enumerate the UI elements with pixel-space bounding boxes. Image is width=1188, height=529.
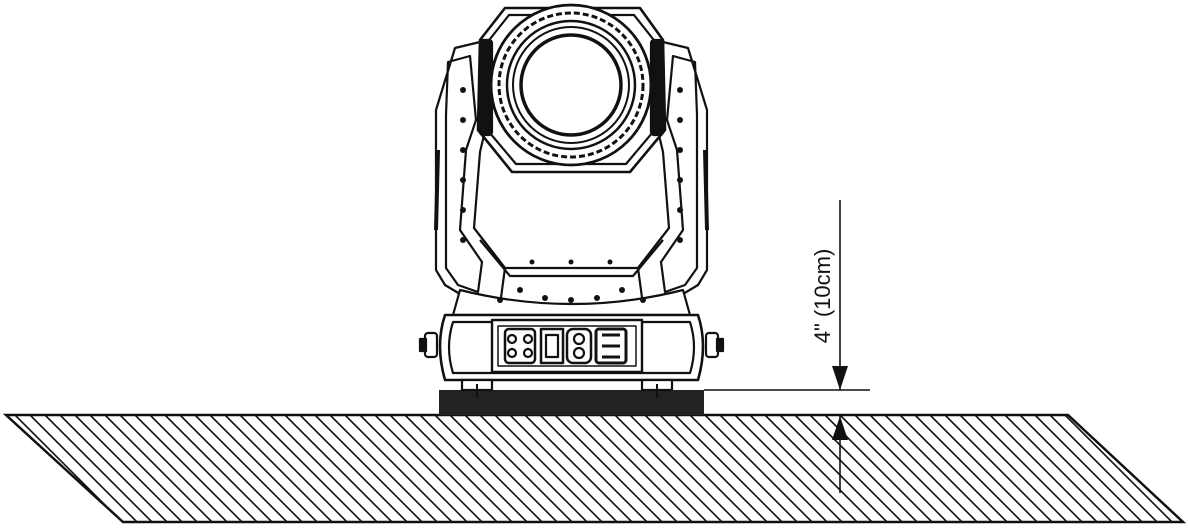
- floor-hatch-line: [434, 415, 543, 522]
- floor-hatch-line: [1034, 415, 1143, 522]
- floor-hatch-line: [539, 415, 648, 522]
- floor-hatch-line: [764, 415, 873, 522]
- floor-hatch-line: [749, 415, 858, 522]
- floor-hatch-line: [1004, 415, 1113, 522]
- floor-hatch-line: [629, 415, 738, 522]
- floor-hatch-line: [884, 415, 993, 522]
- floor-hatch-line: [914, 415, 1023, 522]
- floor-hatch-line: [314, 415, 423, 522]
- floor-hatch-line: [59, 415, 168, 522]
- floor-hatch-line: [644, 415, 753, 522]
- floor-hatch-line: [269, 415, 378, 522]
- front-lens: [519, 33, 623, 137]
- floor-hatch-line: [959, 415, 1068, 522]
- floor-hatch-line: [389, 415, 498, 522]
- floor-hatch-line: [794, 415, 903, 522]
- floor-hatch-line: [734, 415, 843, 522]
- floor-hatch-line: [179, 415, 288, 522]
- floor-hatch-line: [569, 415, 678, 522]
- floor-hatch-line: [284, 415, 393, 522]
- yoke-rivets: [460, 87, 683, 303]
- floor-hatch-line: [1064, 415, 1173, 522]
- floor-hatch-line: [224, 415, 333, 522]
- floor-hatch-line: [6, 415, 18, 522]
- floor-hatch-line: [74, 415, 183, 522]
- floor-hatch-line: [419, 415, 528, 522]
- floor-hatch-line: [1019, 415, 1128, 522]
- floor-hatch-line: [524, 415, 633, 522]
- spacer-block: [439, 390, 704, 415]
- floor-hatch-line: [0, 415, 2, 522]
- floor-hatch-line: [44, 415, 153, 522]
- floor-hatch-line: [839, 415, 948, 522]
- floor-hatch-line: [554, 415, 663, 522]
- floor-hatch-line: [329, 415, 438, 522]
- floor-hatch-line: [719, 415, 828, 522]
- floor-hatch-line: [584, 415, 693, 522]
- floor-hatch-line: [599, 415, 708, 522]
- floor-hatch-icon: [0, 413, 1187, 524]
- clearance-dimension: 4" (10cm): [704, 200, 870, 493]
- floor-hatch-line: [854, 415, 963, 522]
- floor-hatch-line: [89, 415, 198, 522]
- floor-hatch-line: [1154, 415, 1183, 522]
- floor-hatch-line: [989, 415, 1098, 522]
- floor-hatch-line: [209, 415, 318, 522]
- dimension-arrow-up-icon: [832, 416, 848, 440]
- floor-hatch-line: [254, 415, 363, 522]
- floor-hatch-line: [974, 415, 1083, 522]
- floor-hatch-line: [929, 415, 1038, 522]
- floor-hatch-line: [509, 415, 618, 522]
- floor-hatch-line: [164, 415, 273, 522]
- floor-hatch-line: [614, 415, 723, 522]
- floor-hatch-line: [494, 415, 603, 522]
- lens-assembly: [489, 3, 653, 167]
- fixture-base: [418, 313, 725, 398]
- dimension-arrow-down-icon: [832, 366, 848, 390]
- floor-hatch-line: [449, 415, 558, 522]
- floor-hatch-line: [809, 415, 918, 522]
- floor-hatch-line: [344, 415, 453, 522]
- floor-hatch-line: [1109, 415, 1183, 522]
- floor-hatch-line: [239, 415, 348, 522]
- floor-hatch-line: [104, 415, 213, 522]
- moving-head-fixture-icon: [418, 3, 725, 398]
- floor-hatch-line: [119, 415, 228, 522]
- floor-hatch-line: [134, 415, 243, 522]
- floor-hatch-line: [359, 415, 468, 522]
- floor-hatch-line: [374, 415, 483, 522]
- floor-hatch-line: [899, 415, 1008, 522]
- floor-hatch-line: [1169, 415, 1183, 522]
- floor-hatch-line: [299, 415, 408, 522]
- dimension-label: 4" (10cm): [810, 249, 835, 344]
- floor-hatch-line: [29, 415, 138, 522]
- floor-hatch-line: [479, 415, 588, 522]
- yoke-bridge: [451, 227, 692, 317]
- floor-hatch-line: [779, 415, 888, 522]
- floor-hatch-line: [689, 415, 798, 522]
- floor-hatch-line: [1049, 415, 1158, 522]
- floor-hatch-line: [704, 415, 813, 522]
- floor-hatch-line: [194, 415, 303, 522]
- connector-panel: [490, 318, 644, 374]
- floor-hatch-line: [869, 415, 978, 522]
- floor-hatch-line: [674, 415, 783, 522]
- floor-hatch-line: [6, 415, 33, 522]
- floor-hatch-line: [944, 415, 1053, 522]
- floor-hatch-line: [404, 415, 513, 522]
- floor-hatch-line: [659, 415, 768, 522]
- floor-hatch-line: [464, 415, 573, 522]
- floor-hatch-line: [149, 415, 258, 522]
